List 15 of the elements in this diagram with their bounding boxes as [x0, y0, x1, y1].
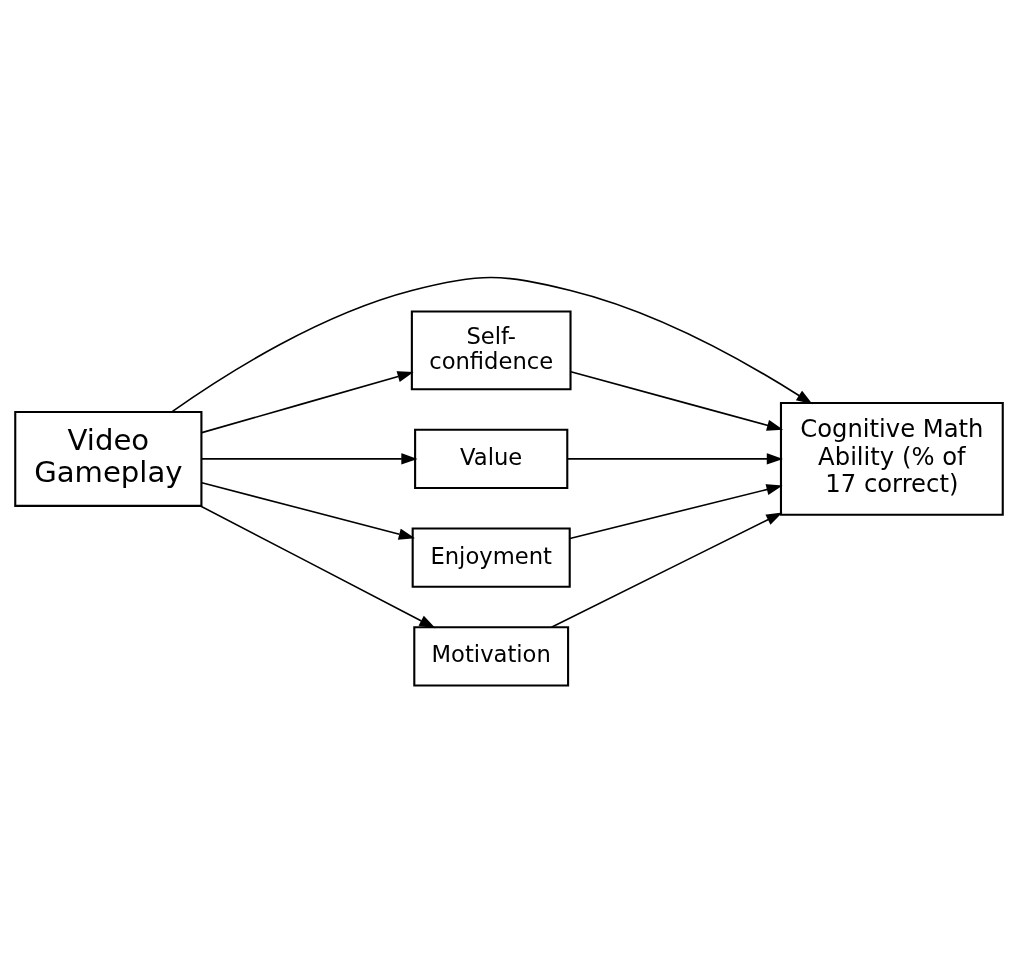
arrow: [171, 276, 813, 413]
arrow: [201, 453, 418, 465]
arrow: [201, 482, 415, 540]
node-box: Motivation: [413, 626, 570, 687]
node-box: Video Gameplay: [14, 410, 203, 507]
node-box: Cognitive Math Ability (% of 17 correct): [779, 401, 1004, 516]
node-box: Value: [414, 428, 569, 490]
arrow: [550, 512, 783, 629]
node-box: Enjoyment: [411, 527, 571, 588]
arrow: [569, 484, 783, 540]
arrow: [570, 370, 784, 431]
arrow: [201, 371, 414, 434]
arrow: [566, 453, 783, 465]
node-box: Self-confidence: [410, 310, 572, 391]
arrow: [199, 505, 436, 629]
